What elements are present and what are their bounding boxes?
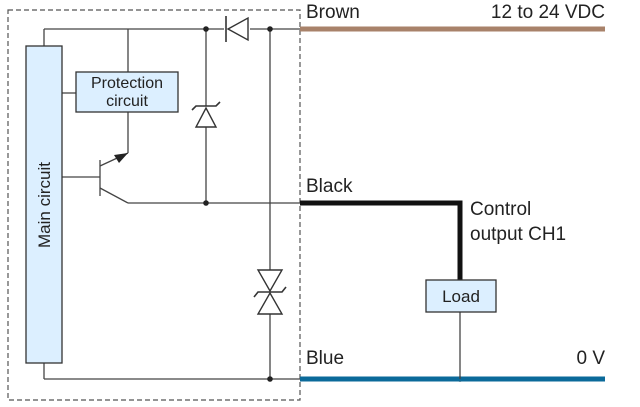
protection-circuit-label-line2: circuit: [106, 93, 148, 110]
load-block: [425, 279, 497, 313]
black-label: Black: [306, 176, 353, 197]
internal-wiring: [43, 28, 300, 380]
protection-circuit-block: [75, 71, 179, 113]
supply-voltage-label: 12 to 24 VDC: [491, 2, 605, 23]
reverse-diode-symbol: [225, 16, 249, 42]
transistor-emitter-arrow: [114, 153, 128, 163]
tvs-diode-symbol: [253, 269, 287, 315]
ground-voltage-label: 0 V: [576, 348, 605, 369]
sensor-enclosure: [7, 9, 301, 401]
control-output-label-line2: output CH1: [470, 224, 566, 245]
main-circuit-label: Main circuit: [35, 162, 54, 248]
control-output-label-line1: Control: [470, 199, 531, 220]
blue-label: Blue: [306, 348, 344, 369]
brown-label: Brown: [306, 2, 360, 23]
zener-diode-symbol: [191, 101, 221, 128]
main-circuit-block: [25, 45, 63, 364]
load-label: Load: [442, 287, 480, 306]
protection-circuit-label-line1: Protection: [91, 75, 163, 92]
black-wire: [300, 200, 463, 280]
